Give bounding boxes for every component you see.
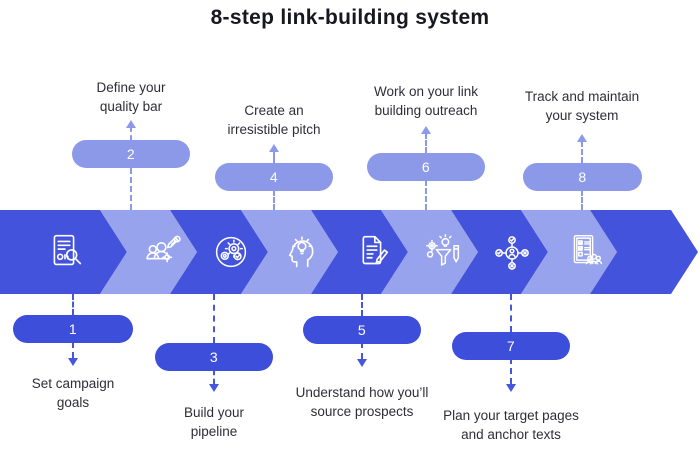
writing-document-icon — [348, 229, 394, 275]
step-number: 1 — [68, 321, 78, 337]
arrow-down-icon — [357, 359, 367, 367]
arrow-down-icon — [68, 358, 78, 366]
document-audit-icon — [41, 229, 87, 275]
connector-line — [273, 151, 275, 163]
connector-line — [130, 127, 132, 140]
prospect-network-icon — [489, 229, 535, 275]
step-pill-8: 8 — [523, 163, 642, 191]
arrow-up-icon — [577, 134, 587, 142]
arrow-up-icon — [269, 144, 279, 152]
step-pill-3: 3 — [155, 343, 273, 371]
step-label-2: Define your quality bar — [96, 80, 166, 114]
connector-line — [213, 294, 215, 343]
step-pill-7: 7 — [452, 332, 570, 360]
arrow-down-icon — [506, 384, 516, 392]
step-number: 2 — [126, 146, 136, 162]
connector-line — [130, 168, 132, 210]
connector-line — [581, 190, 583, 210]
step-label-5: Understand how you’ll source prospects — [295, 385, 429, 419]
step-label-1: Set campaign goals — [31, 376, 115, 410]
step-number: 8 — [578, 169, 587, 185]
step-pill-2: 2 — [72, 140, 190, 168]
connector-line — [510, 294, 512, 332]
page-title: 8-step link-building system — [210, 6, 490, 29]
step-number: 4 — [269, 169, 279, 185]
step-label-3: Build your pipeline — [183, 405, 245, 439]
team-tools-icon — [137, 229, 183, 275]
connector-line — [273, 190, 275, 210]
step-number: 5 — [357, 322, 367, 338]
connector-line — [425, 180, 427, 210]
connector-line — [425, 133, 427, 153]
step-pill-5: 5 — [303, 316, 421, 344]
arrow-up-icon — [126, 120, 136, 128]
connector-line — [581, 141, 583, 163]
step-number: 3 — [209, 349, 219, 365]
step-number: 6 — [421, 159, 431, 175]
gears-process-icon — [208, 229, 254, 275]
step-number: 7 — [506, 338, 516, 354]
step-label-4: Create an irresistible pitch — [227, 103, 321, 137]
arrow-up-icon — [421, 126, 431, 134]
connector-line — [72, 294, 74, 315]
step-pill-6: 6 — [367, 153, 485, 181]
idea-head-icon — [278, 229, 324, 275]
step-label-8: Track and maintain your system — [524, 89, 640, 123]
step-label-6: Work on your link building outreach — [373, 84, 479, 118]
outreach-funnel-icon — [420, 229, 466, 275]
connector-line — [72, 342, 74, 358]
connector-line — [213, 370, 215, 384]
connector-line — [510, 358, 512, 384]
step-label-7: Plan your target pages and anchor texts — [443, 408, 579, 442]
checklist-team-icon — [561, 229, 607, 275]
step-pill-1: 1 — [13, 315, 133, 343]
connector-line — [361, 342, 363, 359]
step-pill-4: 4 — [215, 163, 333, 191]
arrow-down-icon — [209, 384, 219, 392]
process-arrow-band — [0, 210, 700, 294]
connector-line — [361, 294, 363, 316]
chevron-segment — [0, 210, 127, 294]
